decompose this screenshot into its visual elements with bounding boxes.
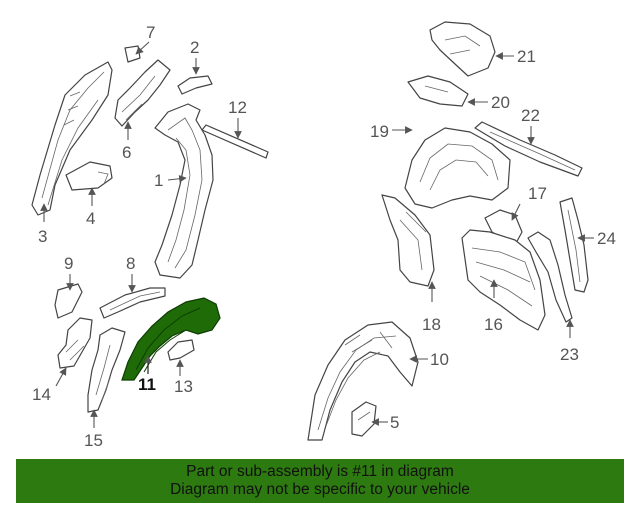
callout-15: 15 [84, 409, 103, 450]
callout-13: 13 [174, 359, 193, 396]
part-21-shape [429, 21, 496, 77]
callout-22: 22 [521, 106, 540, 145]
callout-label-15: 15 [84, 431, 103, 450]
callout-12: 12 [228, 98, 247, 139]
part-20-shape [407, 75, 469, 107]
callout-11: 11 [138, 355, 156, 394]
callout-9: 9 [64, 254, 74, 291]
part-2-shape [177, 75, 213, 95]
part-5-shape [351, 401, 377, 437]
callout-1: 1 [154, 171, 187, 190]
callout-16: 16 [484, 279, 503, 334]
callout-label-5: 5 [390, 413, 399, 432]
callout-label-17: 17 [528, 184, 547, 203]
callout-label-21: 21 [517, 47, 536, 66]
part-3-shape [31, 61, 113, 216]
callout-label-22: 22 [521, 106, 540, 125]
callout-24: 24 [577, 229, 616, 248]
part-7-shape [99, 287, 166, 319]
part-4-shape [65, 161, 113, 191]
callout-label-24: 24 [597, 229, 616, 248]
part-13-shape [167, 339, 195, 361]
part-9-shape [54, 283, 83, 319]
callout-19: 19 [370, 122, 413, 141]
banner-line-part: Part or sub-assembly is #11 in diagram [186, 463, 454, 480]
callout-label-20: 20 [491, 93, 510, 112]
part-24-shape [559, 197, 589, 293]
part-8-shape [124, 45, 141, 63]
callout-2: 2 [190, 38, 200, 75]
callout-label-2: 2 [190, 38, 199, 57]
callout-label-23: 23 [560, 345, 579, 364]
info-banner: Part or sub-assembly is #11 in diagram D… [16, 459, 624, 503]
callout-label-8: 7 [146, 23, 155, 42]
callout-17: 17 [511, 184, 547, 221]
part-22-shape [474, 121, 583, 177]
part-6-shape [114, 59, 171, 127]
callout-label-7: 8 [126, 254, 135, 273]
callout-4: 4 [86, 187, 96, 228]
callout-14: 14 [32, 367, 67, 404]
part-15-shape [87, 327, 126, 413]
part-1-shape [154, 103, 214, 279]
callout-7: 8 [126, 254, 136, 293]
part-14-shape [57, 317, 93, 369]
callout-3: 3 [38, 203, 48, 246]
callout-label-16: 16 [484, 315, 503, 334]
callout-23: 23 [560, 319, 579, 364]
part-11-shape [121, 297, 221, 381]
callout-label-11: 11 [138, 375, 156, 394]
part-10-shape [307, 321, 419, 441]
callout-label-4: 4 [86, 209, 95, 228]
callout-label-12: 12 [228, 98, 247, 117]
part-16-shape [461, 229, 546, 331]
callout-label-18: 18 [422, 315, 441, 334]
callout-label-9: 9 [64, 254, 73, 273]
callout-label-19: 19 [370, 122, 389, 141]
callout-10: 10 [409, 350, 449, 369]
callout-5: 5 [371, 413, 399, 432]
callout-label-6: 6 [122, 143, 131, 162]
callout-label-14: 14 [32, 385, 51, 404]
callout-8: 7 [135, 23, 155, 55]
callout-label-1: 1 [154, 171, 163, 190]
callout-6: 6 [122, 121, 132, 162]
part-19-shape [404, 127, 511, 209]
part-18-shape [381, 194, 435, 287]
callout-label-10: 10 [430, 350, 449, 369]
callout-18: 18 [422, 281, 441, 334]
part-12-shape [201, 124, 269, 159]
banner-line-disclaimer: Diagram may not be specific to your vehi… [170, 481, 470, 498]
callout-label-3: 3 [38, 227, 47, 246]
callout-21: 21 [495, 47, 536, 66]
callout-label-13: 13 [174, 377, 193, 396]
callout-20: 20 [467, 93, 510, 112]
part-23-shape [527, 231, 573, 323]
